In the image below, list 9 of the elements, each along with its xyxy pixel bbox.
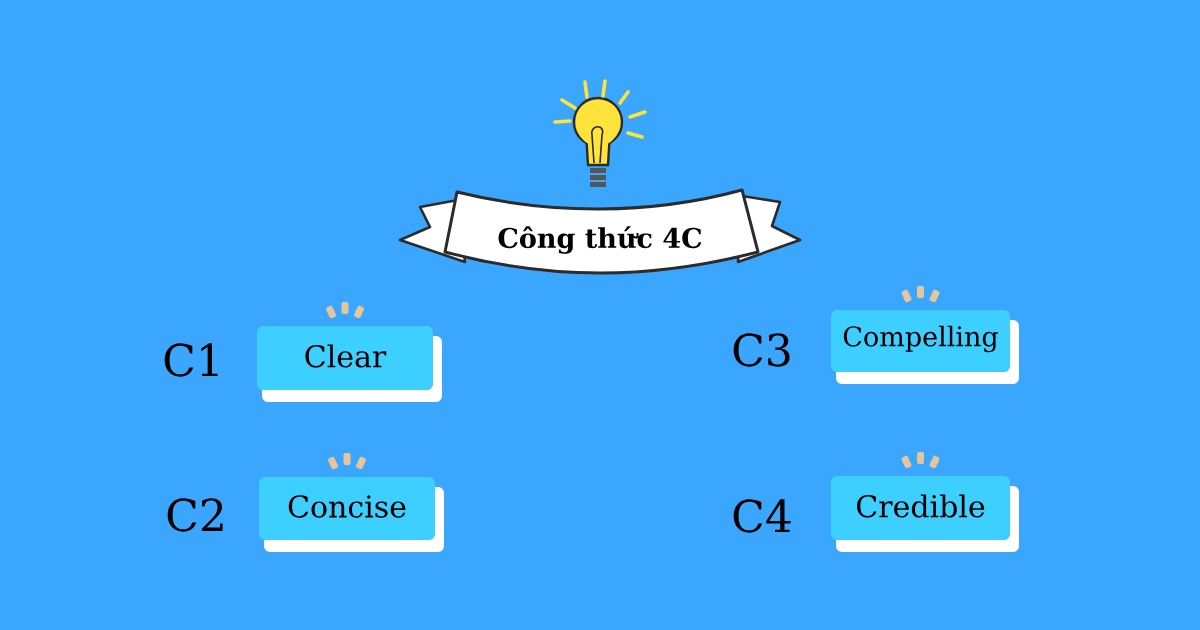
side-label: C4 bbox=[733, 499, 791, 533]
side-label: C3 bbox=[733, 333, 790, 367]
term-box: Clear bbox=[257, 326, 442, 402]
term-box: Concise bbox=[259, 477, 444, 552]
side-label: C2 bbox=[167, 498, 223, 532]
term-box: Compelling bbox=[831, 310, 1019, 384]
side-label: C1 bbox=[164, 343, 218, 377]
ribbon-banner: Công thức 4C bbox=[398, 188, 802, 275]
term-box: Credible bbox=[831, 476, 1019, 552]
